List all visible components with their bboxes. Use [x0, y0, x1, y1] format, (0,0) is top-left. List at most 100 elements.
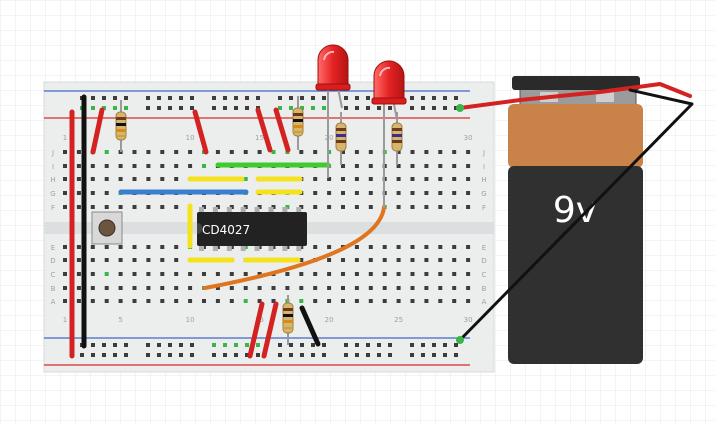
breadboard-hole [452, 286, 457, 290]
breadboard-hole [396, 299, 401, 303]
breadboard-hole [424, 164, 429, 168]
breadboard-hole [327, 299, 332, 303]
chip-pin [268, 245, 274, 251]
breadboard-hole [396, 245, 401, 249]
breadboard-hole [432, 106, 436, 110]
breadboard-hole [354, 299, 359, 303]
breadboard-hole [132, 150, 137, 154]
breadboard-hole [424, 258, 429, 262]
breadboard-hole [63, 258, 67, 262]
column-label: 15 [255, 134, 264, 142]
breadboard-hole [76, 191, 81, 195]
breadboard-hole [438, 164, 443, 168]
battery-body [508, 166, 643, 364]
breadboard-hole [311, 353, 315, 357]
breadboard-hole [344, 96, 348, 100]
row-label: H [481, 176, 486, 184]
breadboard-hole [132, 245, 137, 249]
breadboard-hole [299, 258, 304, 262]
breadboard-hole [168, 343, 172, 347]
breadboard-hole [104, 299, 109, 303]
breadboard-hole [188, 150, 193, 154]
breadboard-hole [466, 258, 471, 262]
breadboard-hole [132, 177, 137, 181]
battery-terminal-positive [596, 92, 614, 102]
breadboard-hole [278, 353, 282, 357]
breadboard-hole [382, 258, 387, 262]
breadboard-hole [90, 191, 95, 195]
breadboard-hole [354, 286, 359, 290]
breadboard-hole [388, 353, 392, 357]
breadboard-hole [452, 272, 457, 276]
breadboard-hole [104, 177, 109, 181]
breadboard-hole [438, 245, 443, 249]
breadboard-hole [146, 286, 151, 290]
breadboard-hole [341, 205, 345, 209]
breadboard-hole [160, 258, 165, 262]
breadboard-hole [327, 286, 332, 290]
breadboard-hole [118, 258, 123, 262]
row-label: D [481, 257, 486, 265]
breadboard-hole [354, 245, 359, 249]
breadboard-hole [443, 96, 447, 100]
breadboard-hole [366, 343, 370, 347]
breadboard-hole [91, 96, 95, 100]
breadboard-hole [300, 106, 304, 110]
breadboard-hole [313, 245, 318, 249]
resistor-top-1 [115, 100, 127, 152]
battery-lead-negative [458, 88, 694, 342]
chip-pin [226, 245, 232, 251]
breadboard-hole [146, 299, 151, 303]
breadboard-hole [424, 299, 429, 303]
chip-pin [268, 207, 274, 213]
row-label: C [482, 271, 487, 279]
breadboard-hole [234, 343, 238, 347]
column-label: 5 [118, 316, 122, 324]
breadboard-hole [188, 299, 193, 303]
breadboard-hole [118, 164, 123, 168]
chip-pin [296, 245, 302, 251]
breadboard-hole [466, 272, 471, 276]
breadboard-hole [410, 245, 415, 249]
breadboard-hole [174, 299, 179, 303]
breadboard-hole [421, 96, 425, 100]
breadboard-hole [285, 272, 290, 276]
breadboard-hole [466, 205, 471, 209]
breadboard-hole [355, 343, 359, 347]
breadboard-hole [212, 343, 216, 347]
resistor-led-1 [335, 112, 347, 165]
breadboard-hole [245, 353, 249, 357]
breadboard-hole [452, 164, 457, 168]
column-label: 20 [325, 316, 334, 324]
breadboard-hole [341, 150, 345, 154]
breadboard-hole [104, 286, 109, 290]
breadboard-hole [454, 353, 458, 357]
breadboard-hole [157, 106, 161, 110]
breadboard-hole [63, 299, 67, 303]
breadboard-hole [174, 205, 179, 209]
breadboard-hole [223, 343, 227, 347]
breadboard-hole [179, 106, 183, 110]
breadboard-hole [63, 164, 67, 168]
breadboard-hole [104, 272, 109, 276]
breadboard-hole [190, 353, 194, 357]
row-label: B [51, 285, 56, 293]
breadboard-hole [174, 164, 179, 168]
breadboard-hole [313, 205, 318, 209]
breadboard-hole [174, 150, 179, 154]
breadboard-hole [322, 96, 326, 100]
breadboard-hole [382, 245, 387, 249]
breadboard-hole [90, 258, 95, 262]
breadboard-hole [63, 245, 67, 249]
breadboard-hole [377, 106, 381, 110]
battery: 9v [508, 76, 643, 364]
breadboard-hole [466, 245, 471, 249]
battery-cap [512, 76, 640, 90]
breadboard-hole [421, 106, 425, 110]
breadboard-hole [285, 286, 290, 290]
column-label: 1 [63, 134, 67, 142]
breadboard-hole [289, 343, 293, 347]
breadboard-hole [377, 353, 381, 357]
breadboard-hole [396, 177, 401, 181]
